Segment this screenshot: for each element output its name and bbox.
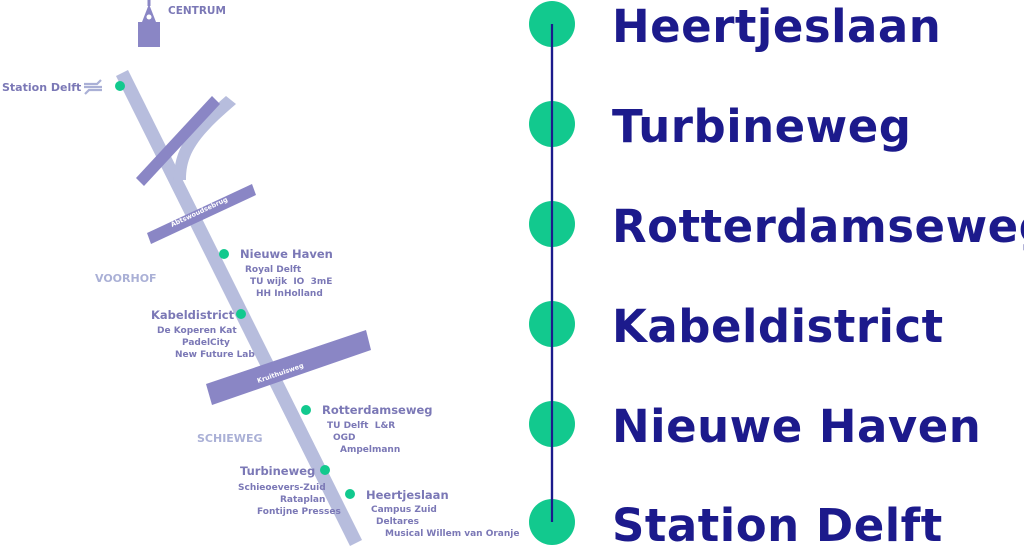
station-delft-map-label: Station Delft [2,81,81,94]
area-label-voorhof: VOORHOF [95,272,157,285]
poi-label: Royal Delft [245,265,302,275]
centrum-label: CENTRUM [168,5,226,17]
stop-label-heertjeslaan: Heertjeslaan [366,488,449,502]
poi-label: OGD [333,433,356,443]
poi-label: PadelCity [182,338,230,348]
poi-label: Fontijne Presses [257,507,341,517]
line-stop-nieuwe-haven: Nieuwe Haven [612,400,982,453]
poi-label: Campus Zuid [371,505,437,515]
poi-label: Schieoevers-Zuid [238,483,326,493]
stop-dot-kabeldistrict [236,309,246,319]
line-stop-station-delft: Station Delft [612,499,943,552]
route-map: Abtswoudsebrug Kruithuisweg CENTRUM Stat… [2,0,519,546]
poi-label: TU Delft L&R [327,421,395,431]
stop-label-rotterdamseweg: Rotterdamseweg [322,403,433,417]
stop-dot-heertjeslaan [345,489,355,499]
stop-dot-turbineweg [320,465,330,475]
line-stop-turbineweg: Turbineweg [612,100,912,153]
stop-label-kabeldistrict: Kabeldistrict [151,308,235,322]
stop-dot-nieuwe-haven [219,249,229,259]
poi-label: HH InHolland [256,289,323,299]
ns-train-icon [84,79,102,95]
poi-label: Musical Willem van Oranje [385,529,519,539]
poi-label: New Future Lab [175,350,255,360]
line-stop-heertjeslaan: Heertjeslaan [612,0,942,53]
line-stop-kabeldistrict: Kabeldistrict [612,300,944,353]
route-spur [174,96,236,180]
stop-label-turbineweg: Turbineweg [240,464,315,478]
rail-track [136,96,220,186]
line-stop-rotterdamseweg: Rotterdamseweg [612,200,1024,253]
poi-label: Rataplan [280,495,325,505]
stop-dot-station-delft [115,81,125,91]
route-corridor [116,70,362,546]
poi-label: Ampelmann [340,445,400,455]
area-label-schieweg: SCHIEWEG [197,432,262,445]
poi-label: TU wijk IO 3mE [250,277,332,287]
church-icon [138,0,160,47]
stop-dot-rotterdamseweg [301,405,311,415]
poi-label: De Koperen Kat [157,326,237,336]
poi-label: Deltares [376,517,419,527]
stop-label-nieuwe-haven: Nieuwe Haven [240,247,333,261]
